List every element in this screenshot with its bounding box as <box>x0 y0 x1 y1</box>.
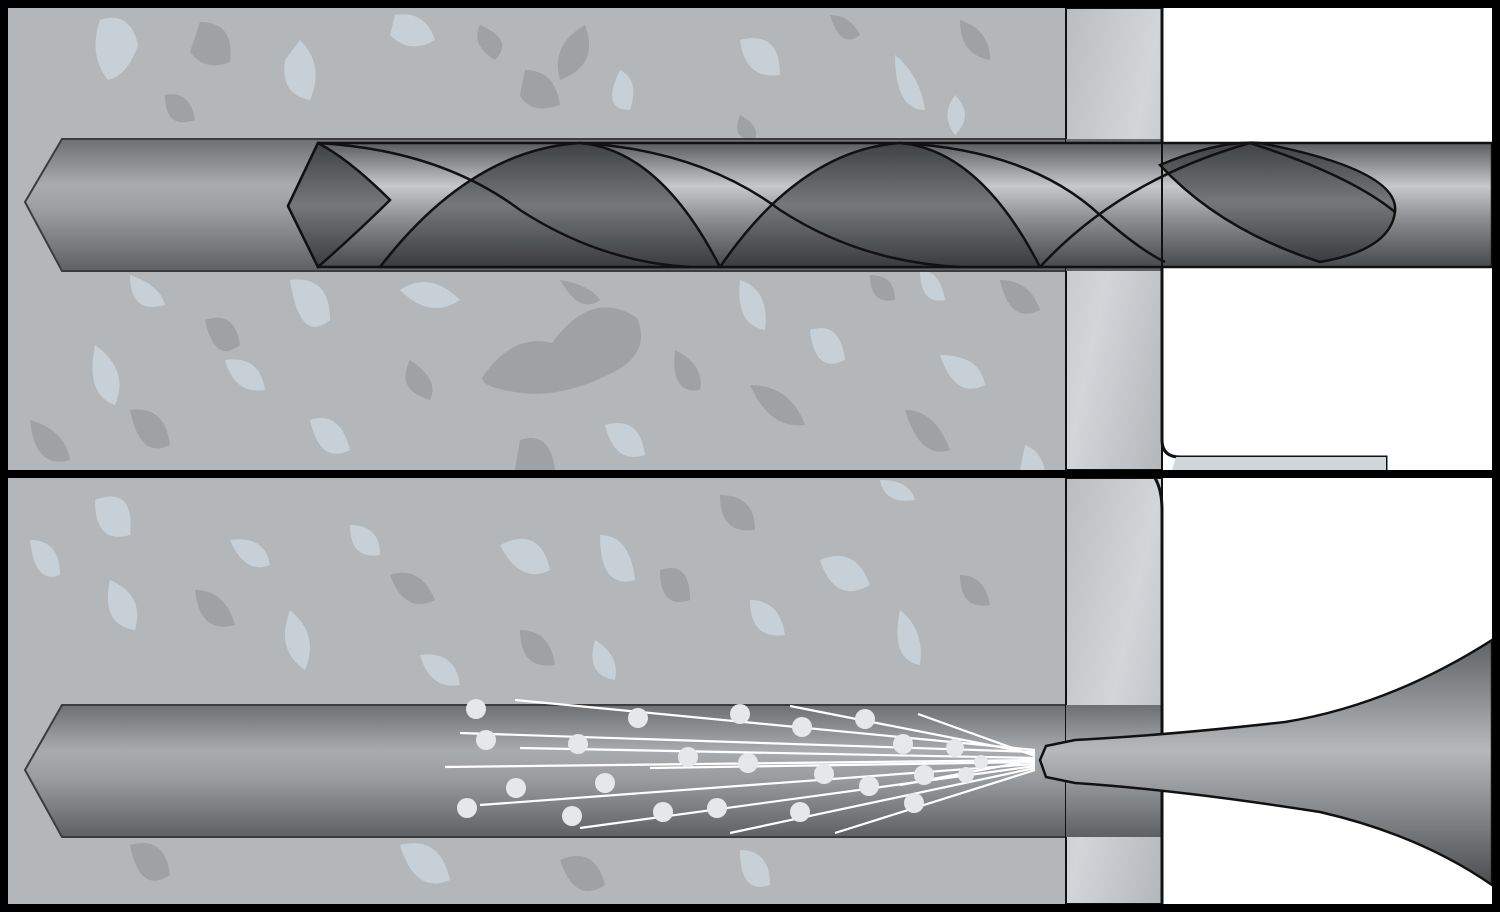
panel-blow-out <box>8 478 1492 904</box>
aggregate-stones-bottom <box>30 480 990 892</box>
panel-divider <box>0 470 1500 478</box>
panel-drilling <box>8 8 1492 470</box>
bore-hole-bottom <box>23 704 1066 838</box>
aggregate-stones-top <box>30 14 1045 470</box>
concrete-block-bottom <box>8 478 1066 904</box>
drill-bit-icon <box>286 141 1492 270</box>
plaster-layer-bottom <box>1065 478 1163 904</box>
dust-particles-icon <box>444 698 1036 835</box>
air-blower-nozzle-icon <box>1038 638 1492 887</box>
cavity-profile-bottom <box>1153 478 1164 904</box>
